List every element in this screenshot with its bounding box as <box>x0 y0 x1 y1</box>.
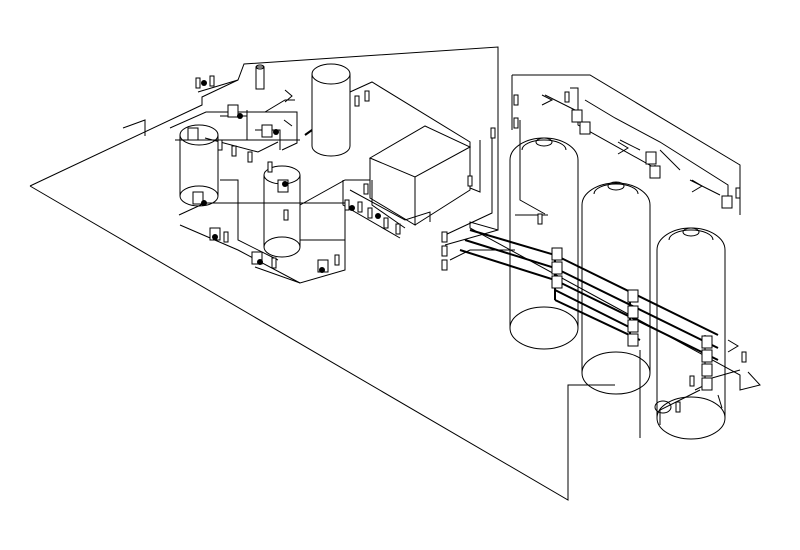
pump-icon <box>201 200 207 206</box>
storage-tank-3 <box>656 227 726 440</box>
valve-icon <box>551 275 563 289</box>
check-valve-icon <box>283 119 293 127</box>
valve-icon <box>227 104 239 118</box>
pump-icon <box>273 129 279 135</box>
valve-icon <box>551 261 563 275</box>
overhead-piping <box>511 74 741 216</box>
valve-icon <box>571 109 583 123</box>
valve-icon <box>721 195 733 209</box>
valve-icon <box>675 401 681 413</box>
valve-icon <box>261 124 273 138</box>
valve-icon <box>247 151 253 163</box>
valve-icon <box>579 121 591 135</box>
valve-icon <box>490 127 496 139</box>
valve-icon <box>367 207 373 219</box>
valve-icon <box>231 145 237 157</box>
strainer-icon <box>654 400 672 414</box>
valve-icon <box>627 319 639 333</box>
check-valve-icon <box>284 89 293 103</box>
valve-icon <box>735 187 741 199</box>
pump-icon <box>212 234 218 240</box>
valve-icon <box>701 363 713 377</box>
valve-icon <box>195 77 201 89</box>
valve-icon <box>304 129 313 136</box>
check-valve-icon <box>691 179 703 193</box>
pump-icon <box>201 80 207 86</box>
valve-icon <box>627 333 639 347</box>
box-tank <box>368 125 472 226</box>
valve-icon <box>467 175 473 187</box>
valve-icon <box>627 305 639 319</box>
valve-icon <box>364 90 370 102</box>
pump-icon <box>237 113 243 119</box>
cylinder-top <box>311 63 351 157</box>
valve-icon <box>689 375 695 387</box>
valve-icon <box>564 91 570 103</box>
valve-icon <box>344 199 350 211</box>
check-valve-icon <box>541 94 554 106</box>
valve-icon <box>383 217 389 229</box>
pump-icon <box>282 181 288 187</box>
valve-icon <box>701 335 713 349</box>
valve-icon <box>701 377 713 391</box>
valve-icon <box>251 251 263 265</box>
valve-icon <box>441 259 448 271</box>
valve-icon <box>223 231 229 243</box>
valve-icon <box>717 394 723 409</box>
valve-icon <box>357 201 363 213</box>
valve-icon <box>363 183 369 195</box>
valve-icon <box>271 257 277 269</box>
valve-icon <box>192 191 204 205</box>
pump-icon <box>349 205 355 211</box>
valve-icon <box>354 95 360 107</box>
valve-icon <box>551 247 563 261</box>
cylinder-middle <box>263 165 301 258</box>
check-valve-icon <box>727 339 739 353</box>
storage-tank-1 <box>509 137 579 350</box>
valve-icon <box>513 94 519 106</box>
valve-icon <box>441 245 448 257</box>
valve-icon <box>441 231 448 243</box>
manifold-lines <box>459 229 741 438</box>
valve-icon <box>741 351 747 363</box>
valve-icon <box>649 165 661 179</box>
valve-icon <box>283 209 289 221</box>
valve-group <box>187 75 747 414</box>
vent-stack <box>255 64 265 90</box>
valve-icon <box>645 151 657 165</box>
valve-icon <box>627 289 639 303</box>
valve-icon <box>267 161 273 173</box>
storage-tank-2 <box>581 181 651 395</box>
valve-icon <box>187 127 199 141</box>
valve-icon <box>537 213 543 225</box>
pump-icon <box>375 213 381 219</box>
valve-icon <box>395 223 401 235</box>
pump-icon <box>319 267 325 273</box>
pump-icon <box>257 259 263 265</box>
valve-icon <box>334 254 340 266</box>
valve-icon <box>701 349 713 363</box>
check-valve-icon <box>617 141 629 155</box>
valve-icon <box>209 75 215 87</box>
valve-icon <box>217 139 223 151</box>
valve-icon <box>513 117 519 129</box>
